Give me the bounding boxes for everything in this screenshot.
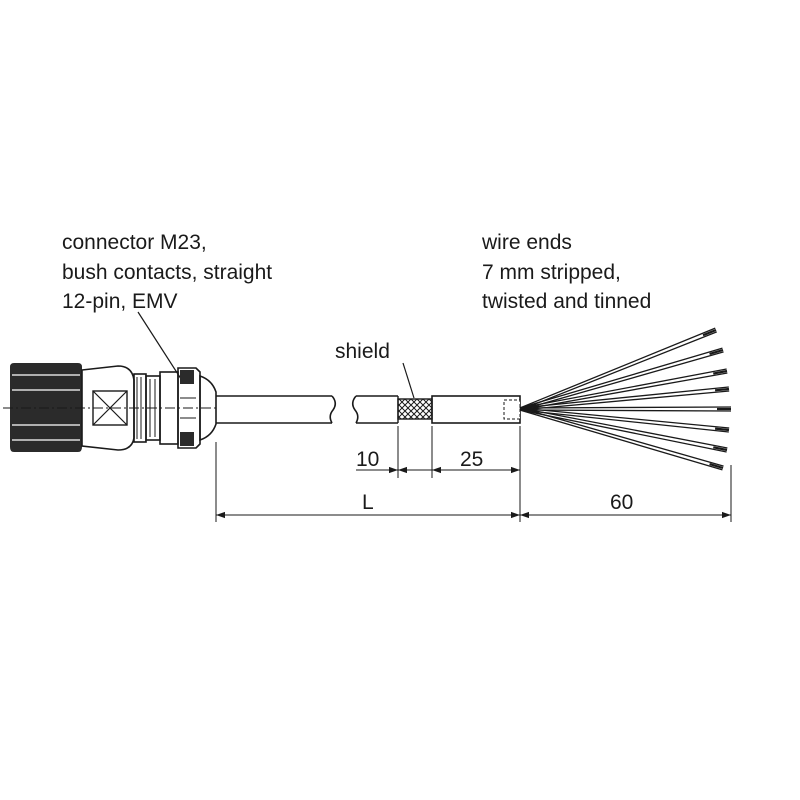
wire-end [519, 386, 730, 411]
strain-relief [199, 374, 217, 442]
dimension-60: 60 [520, 491, 731, 519]
dimension-10: 10 [356, 448, 432, 474]
wire-end [519, 347, 724, 411]
dimension-25: 25 [432, 448, 520, 474]
gland-nut-dark-bottom [180, 432, 194, 446]
gland-nut [177, 367, 201, 449]
dimension-25-label: 25 [460, 448, 483, 471]
wire-end [519, 368, 728, 411]
wire-end [519, 327, 717, 411]
dimension-10-label: 10 [356, 448, 379, 471]
connector-leader-line [137, 311, 184, 383]
wire-end [519, 407, 728, 453]
wire-ends-label-line-3: twisted and tinned [482, 290, 651, 313]
shield-callout: shield [335, 340, 415, 399]
cable-segment-right [351, 395, 521, 424]
connector-label-line-3: 12-pin, EMV [62, 290, 178, 313]
extension-lines [215, 426, 732, 522]
wire-ends-label-line-2: 7 mm stripped, [482, 261, 621, 284]
wire-end [519, 406, 732, 412]
wire-ends-label-line-1: wire ends [481, 231, 572, 254]
braided-shield [397, 398, 433, 420]
dimension-60-label: 60 [610, 491, 633, 514]
shield-label: shield [335, 340, 390, 363]
knurl-ridges [12, 374, 80, 441]
wire-ends-callout: wire ends 7 mm stripped, twisted and tin… [481, 231, 651, 313]
wire-end [519, 407, 724, 471]
connector-callout: connector M23, bush contacts, straight 1… [62, 231, 272, 383]
dimension-length-label: L [362, 491, 374, 514]
wire-fan [519, 327, 732, 471]
connector-label-line-2: bush contacts, straight [62, 261, 272, 284]
dimension-length: L [216, 491, 520, 519]
cable-segment-left [216, 395, 337, 424]
wire-end [519, 407, 730, 433]
shield-leader-line [402, 362, 415, 399]
connector-label-line-1: connector M23, [62, 231, 207, 254]
connector-m23 [3, 363, 217, 452]
gland-nut-dark-top [180, 370, 194, 384]
wire-bundle-exit [503, 399, 521, 420]
